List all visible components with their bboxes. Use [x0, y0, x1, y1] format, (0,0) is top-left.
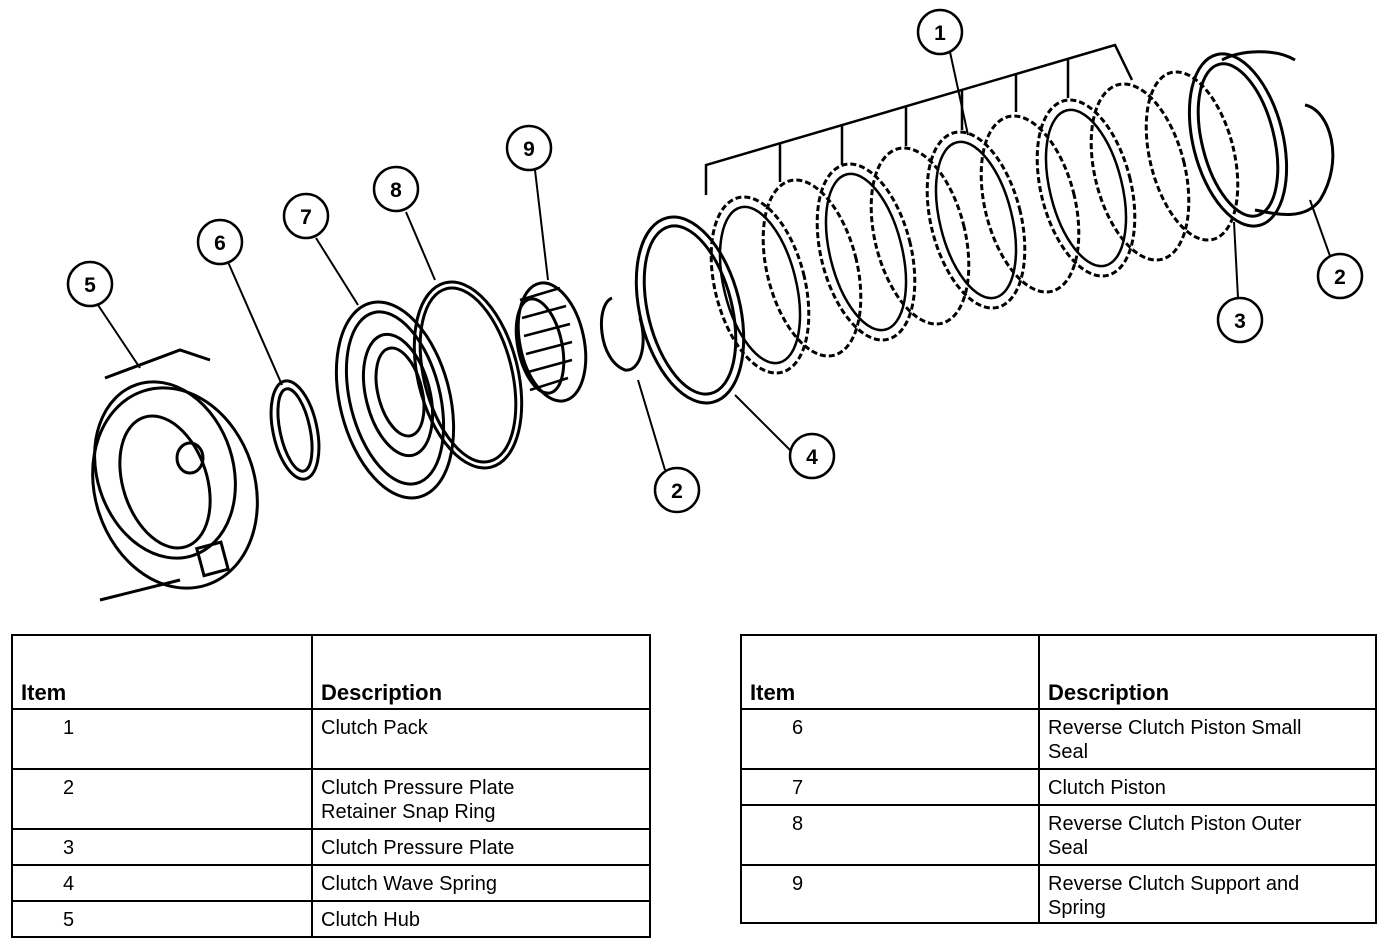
- parts-table-right: Item Description 6 Reverse Clutch Piston…: [740, 634, 1377, 924]
- snap-ring-large-part: [1254, 103, 1335, 216]
- parts-table-left: Item Description 1 Clutch Pack 2 Clutch …: [11, 634, 651, 938]
- callout-8: 8: [372, 165, 420, 213]
- table-row: 5 Clutch Hub: [11, 900, 651, 938]
- item-description: Clutch Piston: [1038, 768, 1377, 806]
- item-number: 8: [740, 804, 1040, 866]
- item-number: 3: [11, 828, 313, 866]
- callout-9: 9: [505, 124, 553, 172]
- item-number: 4: [11, 864, 313, 902]
- table-row: 3 Clutch Pressure Plate: [11, 828, 651, 866]
- svg-text:3: 3: [1234, 310, 1246, 333]
- exploded-clutch-diagram: 5 6 7 8 9 1 2 3 4 2: [66, 8, 1364, 602]
- small-seal-part: [269, 379, 321, 481]
- item-number: 2: [11, 768, 313, 830]
- clutch-piston-part: [334, 300, 456, 500]
- callout-1: 1: [916, 8, 964, 56]
- svg-text:4: 4: [806, 446, 818, 469]
- wave-spring-part: [634, 215, 746, 405]
- clutch-hub-part: [91, 348, 259, 602]
- callout-7: 7: [282, 192, 330, 240]
- item-description: Clutch Wave Spring: [311, 864, 651, 902]
- table-row: 4 Clutch Wave Spring: [11, 864, 651, 902]
- svg-text:8: 8: [390, 179, 402, 202]
- header-item: Item: [740, 634, 1040, 710]
- item-number: 5: [11, 900, 313, 938]
- table-row: 1 Clutch Pack: [11, 708, 651, 770]
- svg-text:2: 2: [1334, 266, 1346, 289]
- svg-text:9: 9: [523, 138, 535, 161]
- support-spring-part: [514, 281, 588, 403]
- callout-2-left: 2: [653, 466, 701, 514]
- item-description: Clutch Pressure Plate: [311, 828, 651, 866]
- svg-text:1: 1: [934, 22, 946, 45]
- table-row: 7 Clutch Piston: [740, 768, 1377, 806]
- callout-5: 5: [66, 260, 114, 308]
- item-number: 1: [11, 708, 313, 770]
- item-description: Clutch Pack: [311, 708, 651, 770]
- pressure-plate-part: [1187, 50, 1296, 228]
- callout-2-right: 2: [1316, 252, 1364, 300]
- item-number: 9: [740, 864, 1040, 924]
- item-number: 6: [740, 708, 1040, 770]
- svg-text:5: 5: [84, 274, 96, 297]
- svg-text:6: 6: [214, 232, 226, 255]
- callout-3: 3: [1216, 296, 1264, 344]
- callout-4: 4: [788, 432, 836, 480]
- item-description: Clutch Hub: [311, 900, 651, 938]
- snap-ring-small-part: [600, 296, 645, 372]
- table-header: Item Description: [740, 634, 1377, 710]
- callout-6: 6: [196, 218, 244, 266]
- svg-text:2: 2: [671, 480, 683, 503]
- svg-text:7: 7: [300, 206, 312, 229]
- clutch-pack-bracket: [704, 43, 1134, 195]
- header-description: Description: [1038, 634, 1377, 710]
- item-number: 7: [740, 768, 1040, 806]
- header-description: Description: [311, 634, 651, 710]
- header-item: Item: [11, 634, 313, 710]
- table-header: Item Description: [11, 634, 651, 710]
- clutch-pack-part: [709, 70, 1240, 375]
- outer-seal-part: [412, 280, 524, 470]
